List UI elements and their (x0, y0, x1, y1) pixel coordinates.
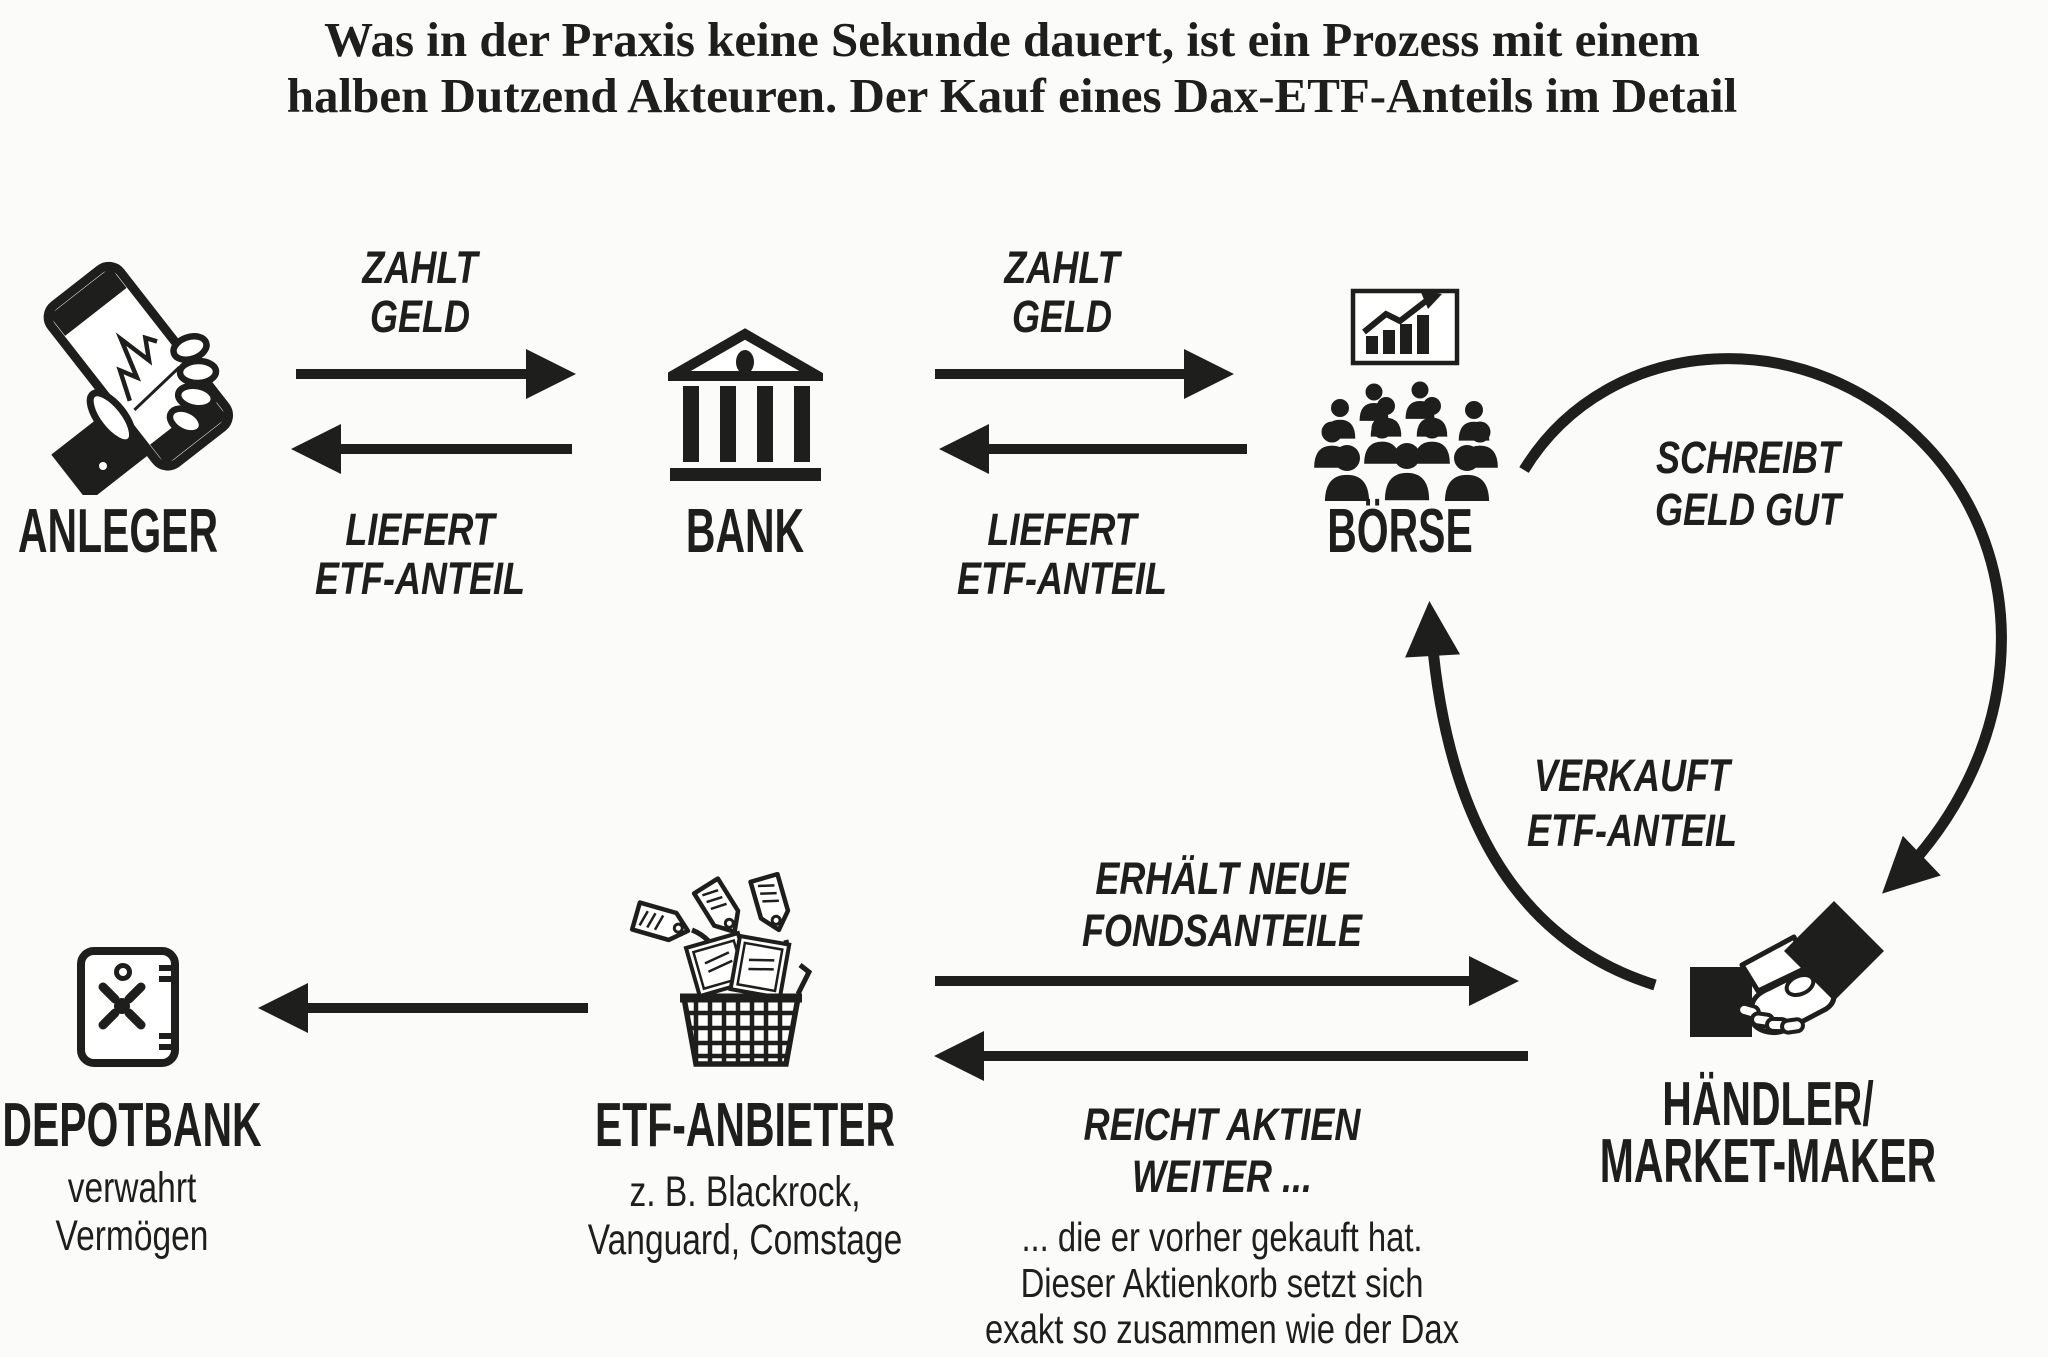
aktienkorb-note: ... die er vorher gekauft hat. Dieser Ak… (985, 1214, 1459, 1352)
flow-label-zahlt-geld-1: ZAHLT GELD (362, 242, 478, 342)
node-label-haendler: HÄNDLER/ MARKET-MAKER (1599, 1070, 1937, 1196)
flow-label-verkauft-etf-anteil: VERKAUFT ETF-ANTEIL (1527, 750, 1737, 856)
etf-anbieter-examples-line2: Vanguard, Comstage (587, 1216, 903, 1264)
flow-label-zahlt-geld-2: ZAHLT GELD (1004, 242, 1120, 342)
basket-with-price-tags-icon (628, 872, 813, 1067)
title-line-2: halben Dutzend Akteuren. Der Kauf eines … (286, 68, 1738, 123)
etf-anbieter-examples-line1: z. B. Blackrock, (629, 1168, 861, 1216)
stock-chart-icon (1350, 288, 1460, 366)
flow-label-schreibt-geld-gut: SCHREIBT GELD GUT (1655, 432, 1841, 535)
title-line-1: Was in der Praxis keine Sekunde dauert, … (324, 12, 1700, 67)
node-label-bank: BANK (685, 497, 805, 566)
depotbank-role-line2: Vermögen (55, 1212, 209, 1260)
flow-label-liefert-etf-2: LIEFERT ETF-ANTEIL (957, 504, 1167, 604)
safe-icon (77, 947, 179, 1067)
flow-label-reicht-aktien-weiter: REICHT AKTIEN WEITER ... (1083, 1099, 1361, 1202)
handshake-icon (1690, 901, 1884, 1037)
depotbank-role-line1: verwahrt (67, 1164, 197, 1212)
haendler-to-boerse-curved-arrow (1405, 601, 1657, 991)
flow-label-erhaelt-fondsanteile: ERHÄLT NEUE FONDSANTEILE (1081, 853, 1363, 956)
node-label-anleger: ANLEGER (17, 497, 219, 566)
boerse-to-haendler-arc (1519, 353, 2007, 894)
node-label-boerse: BÖRSE (1327, 497, 1473, 566)
bank-building-icon (668, 328, 823, 481)
node-label-etf-anbieter: ETF-ANBIETER (594, 1091, 896, 1160)
node-label-depotbank: DEPOTBANK (2, 1091, 262, 1160)
flow-label-liefert-etf-1: LIEFERT ETF-ANTEIL (315, 504, 525, 604)
traders-crowd-icon (1314, 381, 1498, 501)
smartphone-in-hand-icon (43, 261, 234, 495)
page-title: Was in der Praxis keine Sekunde dauert, … (287, 12, 1737, 124)
